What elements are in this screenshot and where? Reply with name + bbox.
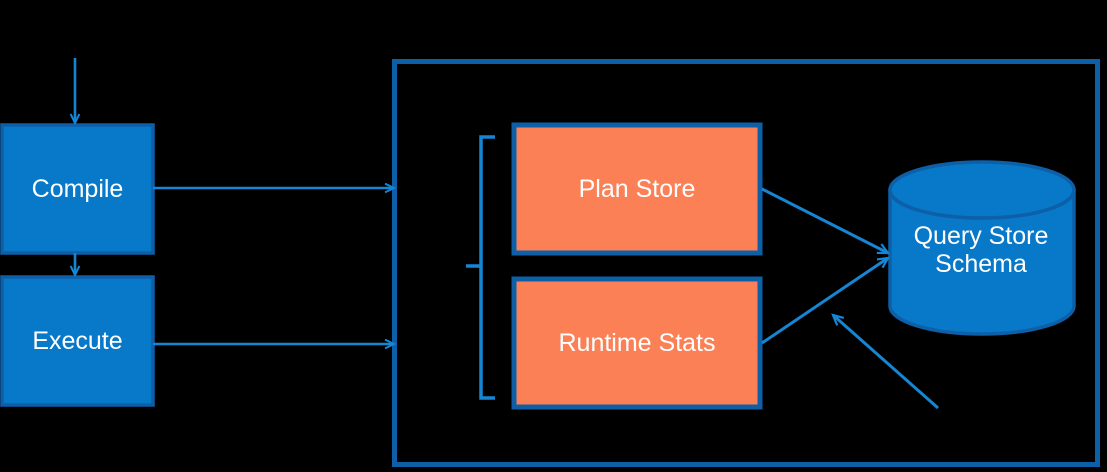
runtime-stats-box[interactable]	[511, 276, 763, 410]
arrow-runtime-stats-to-schema	[761, 256, 891, 345]
execute-box[interactable]	[0, 275, 155, 407]
query-store-schema-cylinder[interactable]	[888, 160, 1076, 336]
arrow-external-to-schema	[831, 313, 939, 410]
store-bracket	[466, 135, 495, 400]
plan-store-box[interactable]	[511, 122, 763, 256]
query-store-container	[392, 59, 1100, 467]
arrow-plan-store-to-schema	[761, 187, 891, 255]
compile-box[interactable]	[0, 123, 155, 255]
